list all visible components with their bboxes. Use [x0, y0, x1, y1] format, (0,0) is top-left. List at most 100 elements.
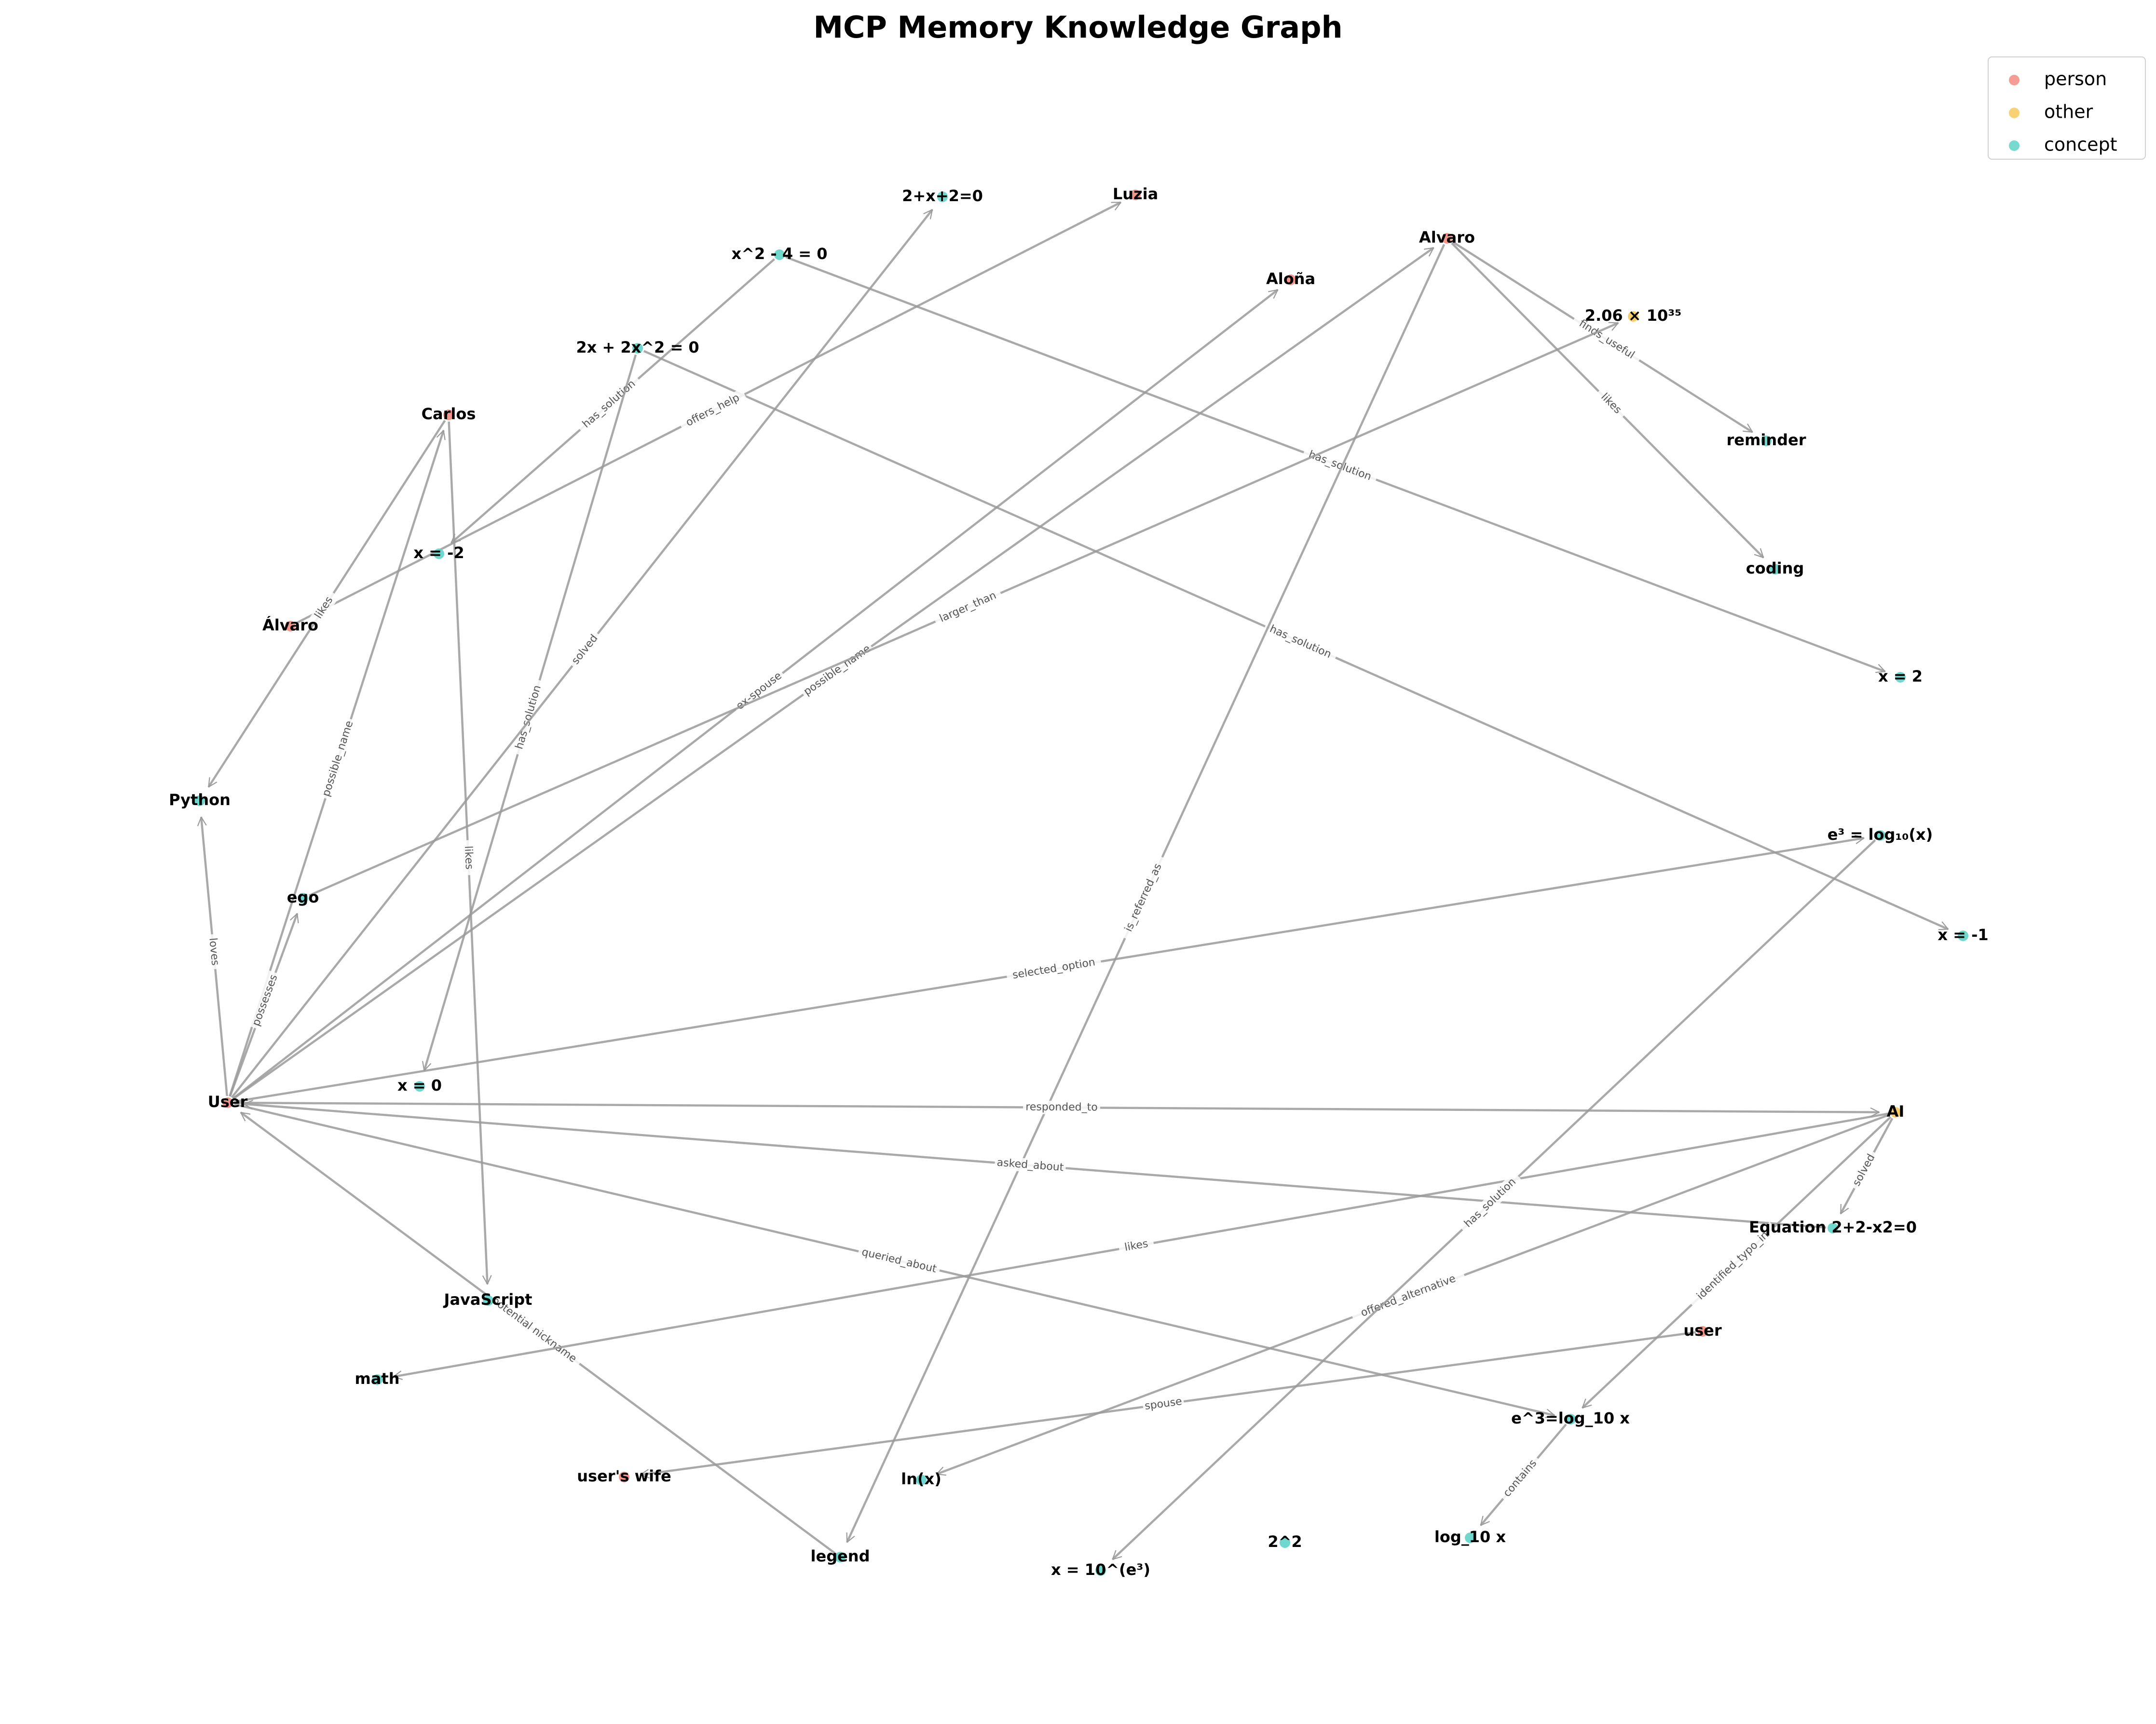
- legend-label: concept: [2044, 134, 2117, 155]
- legend-marker: [2009, 140, 2020, 151]
- legend-item-person: person: [2009, 68, 2107, 90]
- node-marker: [483, 1295, 493, 1306]
- edge-label: larger_than: [938, 589, 998, 625]
- node-x0[interactable]: x = 0: [397, 1076, 442, 1095]
- edge-label-backing: [1118, 1236, 1155, 1256]
- node-eq[interactable]: Equation 2+2-x2=0: [1749, 1218, 1917, 1236]
- node-marker: [1565, 1414, 1576, 1424]
- node-alvaro_top[interactable]: Alvaro: [1419, 228, 1475, 246]
- edge-label-backing: [1570, 313, 1643, 366]
- node-js[interactable]: JavaScript: [443, 1290, 532, 1309]
- node-xm2[interactable]: x = -2: [413, 544, 464, 562]
- node-marker: [1770, 564, 1780, 575]
- node-label: Alvaro: [1419, 228, 1475, 246]
- node-math[interactable]: math: [355, 1369, 399, 1388]
- node-user[interactable]: User: [208, 1093, 248, 1111]
- node-xm1[interactable]: x = -1: [1938, 926, 1988, 944]
- edge-label-backing: [567, 629, 603, 670]
- node-marker: [835, 1552, 846, 1562]
- node-label: User: [208, 1093, 248, 1111]
- edge-user-ego: possesses: [229, 914, 297, 1097]
- edge-label-backing: [932, 587, 1004, 628]
- edge-label-backing: [678, 388, 748, 433]
- node-marker: [1130, 190, 1141, 200]
- node-label: x = 2: [1878, 667, 1923, 685]
- node-wife[interactable]: user's wife: [577, 1467, 671, 1485]
- edge-elog-x10: has_solution: [1113, 839, 1876, 1560]
- node-marker: [1442, 233, 1452, 244]
- node-label: log_10 x: [1434, 1528, 1506, 1546]
- node-label: e^3=log_10 x: [1511, 1409, 1630, 1427]
- node-label: 2x + 2x^2 = 0: [576, 338, 699, 356]
- node-marker: [1875, 830, 1885, 841]
- edge-label: responded_to: [1025, 1101, 1098, 1114]
- edge-label-backing: [731, 668, 787, 715]
- legend: person other concept: [1988, 56, 2146, 160]
- edge-label-backing: [1848, 1149, 1880, 1192]
- node-legend_node[interactable]: legend: [811, 1547, 870, 1565]
- node-python[interactable]: Python: [169, 791, 231, 809]
- node-marker: [1958, 930, 1968, 941]
- edge-user-e3log: queried_about: [234, 1103, 1555, 1415]
- edge-label-backing: [1142, 1395, 1185, 1414]
- node-label: user: [1683, 1321, 1722, 1340]
- node-big[interactable]: 2.06 × 10³⁵: [1585, 306, 1682, 325]
- edge-label-backing: [857, 1245, 942, 1277]
- edge-label: solved: [1851, 1152, 1878, 1188]
- node-marker: [298, 893, 308, 903]
- edge-label: possible_name: [320, 719, 356, 798]
- node-reminder[interactable]: reminder: [1727, 431, 1806, 449]
- node-plus[interactable]: 2+x+2=0: [902, 187, 983, 205]
- node-ai[interactable]: AI: [1887, 1102, 1905, 1121]
- node-coding[interactable]: coding: [1746, 559, 1804, 577]
- node-marker: [222, 1097, 233, 1108]
- node-alona[interactable]: Aloña: [1266, 270, 1315, 288]
- node-lnx[interactable]: ln(x): [901, 1470, 942, 1488]
- node-carlos[interactable]: Carlos: [422, 405, 476, 423]
- edge-label-backing: [1262, 620, 1338, 664]
- node-label: Aloña: [1266, 270, 1315, 288]
- edge-label: likes: [462, 846, 475, 870]
- legend-item-other: other: [2009, 101, 2093, 123]
- edge-label: offers_help: [684, 392, 741, 429]
- edge-label-backing: [309, 589, 340, 627]
- edge-ai-math: likes: [393, 1112, 1889, 1377]
- node-e3log[interactable]: e^3=log_10 x: [1511, 1409, 1630, 1427]
- legend-label: person: [2044, 68, 2107, 90]
- node-label: 2^2: [1268, 1532, 1302, 1551]
- edge-label: loves: [206, 937, 221, 966]
- node-label: AI: [1887, 1102, 1905, 1121]
- edge-twox-x0: has_solution: [424, 354, 637, 1070]
- node-marker: [1890, 1107, 1901, 1118]
- edge-label: has_solution: [1268, 623, 1333, 660]
- node-marker: [937, 192, 948, 202]
- edge-alvaro_top-coding: likes: [1451, 242, 1763, 558]
- node-luzia[interactable]: Luzia: [1113, 185, 1158, 203]
- node-label: 2+x+2=0: [902, 187, 983, 205]
- node-marker: [774, 249, 785, 260]
- edge-label-backing: [1006, 955, 1102, 984]
- edge-user-python: loves: [201, 817, 228, 1096]
- node-x2[interactable]: x = 2: [1878, 667, 1923, 685]
- graph-title: MCP Memory Knowledge Graph: [813, 10, 1342, 45]
- node-label: ln(x): [901, 1470, 942, 1488]
- node-marker: [414, 1081, 425, 1092]
- node-label: Carlos: [422, 405, 476, 423]
- node-alvaro_left[interactable]: Álvaro: [262, 616, 318, 634]
- node-log10[interactable]: log_10 x: [1434, 1528, 1506, 1546]
- edge-label-backing: [994, 1156, 1066, 1175]
- edge-carlos-python: likes: [207, 420, 446, 787]
- node-label: e³ = log₁₀(x): [1828, 825, 1933, 844]
- node-elog[interactable]: e³ = log₁₀(x): [1828, 825, 1933, 844]
- node-label: user's wife: [577, 1467, 671, 1485]
- node-x10[interactable]: x = 10^(e³): [1051, 1560, 1150, 1579]
- node-xsq[interactable]: x^2 - 4 = 0: [732, 245, 828, 263]
- node-ego[interactable]: ego: [287, 888, 319, 906]
- node-twotwo[interactable]: 2^2: [1268, 1532, 1302, 1551]
- node-marker: [194, 795, 205, 806]
- node-twox[interactable]: 2x + 2x^2 = 0: [576, 338, 699, 356]
- node-label: Álvaro: [262, 616, 318, 634]
- node-marker: [632, 343, 643, 354]
- node-user_lc[interactable]: user: [1683, 1321, 1722, 1340]
